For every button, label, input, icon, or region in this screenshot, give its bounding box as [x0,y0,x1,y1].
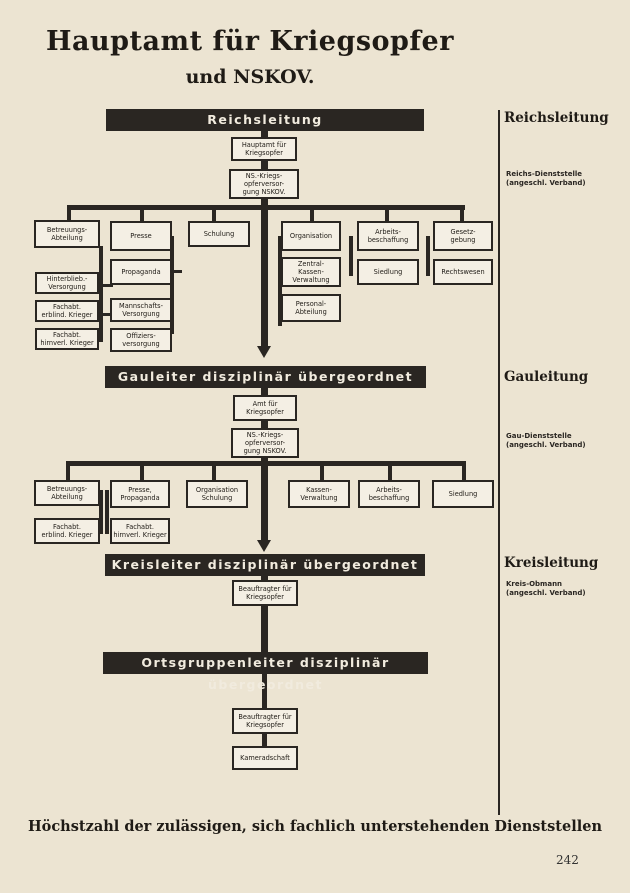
box-reich-erblind: Fachabt. erblind. Krieger [35,300,99,322]
box-reich-gesetz: Gesetz- gebung [433,221,493,251]
page-number: 242 [556,853,579,867]
box-reich-siedlung: Siedlung [357,259,419,285]
side-reich-sub: Reichs-Dienststelle (angeschl. Verband) [506,170,586,187]
box-gau-nskov: NS.-Kriegs- opferversor- gung NSKOV. [231,428,299,458]
page-title: Hauptamt für Kriegsopfer [46,26,454,57]
box-gau-presse: Presse, Propaganda [110,480,170,508]
side-reich-title: Reichsleitung [504,110,609,126]
box-gau-amt: Amt für Kriegsopfer [233,395,297,421]
bar-reichsleitung: Reichsleitung [106,109,424,131]
side-kreis-title: Kreisleitung [504,555,599,571]
box-reich-hirn: Fachabt. hirnverl. Krieger [35,328,99,350]
box-reich-schulung: Schulung [188,221,250,247]
box-gau-org: Organisation Schulung [186,480,248,508]
box-reich-mann: Mannschafts- Versorgung [110,298,172,322]
box-reich-presse: Presse [110,221,172,251]
bar-orts: Ortsgruppenleiter disziplinär übergeordn… [103,652,428,692]
spine-kreis [261,574,268,654]
box-gau-hirn: Fachabt. hirnverl. Krieger [110,518,170,544]
box-reich-organisation: Organisation [281,221,341,251]
arrow-to-gau [257,346,271,358]
box-reich-betreuung: Betreuungs- Abteilung [34,220,100,248]
box-gau-erblind: Fachabt. erblind. Krieger [34,518,100,544]
side-gau-sub: Gau-Dienststelle (angeschl. Verband) [506,432,586,449]
page-subtitle: und NSKOV. [185,66,315,88]
arrow-to-kreis [257,540,271,552]
box-gau-kassen: Kassen- Verwaltung [288,480,350,508]
box-orts-kameradschaft: Kameradschaft [232,746,298,770]
bar-gau: Gauleiter disziplinär übergeordnet [105,366,426,388]
gau-branch [66,461,466,466]
box-hauptamt: Hauptamt für Kriegsopfer [231,137,297,161]
box-gau-arbeit: Arbeits- beschaffung [358,480,420,508]
box-reich-propaganda: Propaganda [110,259,172,285]
box-gau-siedlung: Siedlung [432,480,494,508]
box-gau-betreuung: Betreuungs- Abteilung [34,480,100,506]
spine-orts [262,672,267,732]
spine-reich [261,128,268,348]
box-kreis-beauftragter: Beauftragter für Kriegsopfer [232,580,298,606]
side-divider [498,110,500,815]
side-kreis-sub: Kreis-Obmann (angeschl. Verband) [506,580,586,597]
box-orts-beauftragter: Beauftragter für Kriegsopfer [232,708,298,734]
bar-kreis: Kreisleiter disziplinär übergeordnet [105,554,425,576]
reich-branch [67,205,465,210]
box-reich-nskov: NS.-Kriegs- opferversor- gung NSKOV. [229,169,299,199]
box-reich-hinterbl: Hinterblieb.- Versorgung [35,272,99,294]
footer-caption: Höchstzahl der zulässigen, sich fachlich… [27,818,602,835]
box-reich-arbeit: Arbeits- beschaffung [357,221,419,251]
box-reich-personal: Personal- Abteilung [281,294,341,322]
box-reich-zentral: Zentral- Kassen- Verwaltung [281,257,341,287]
side-gau-title: Gauleitung [504,369,589,385]
box-reich-recht: Rechtswesen [433,259,493,285]
box-reich-offizier: Offiziers- versorgung [110,328,172,352]
